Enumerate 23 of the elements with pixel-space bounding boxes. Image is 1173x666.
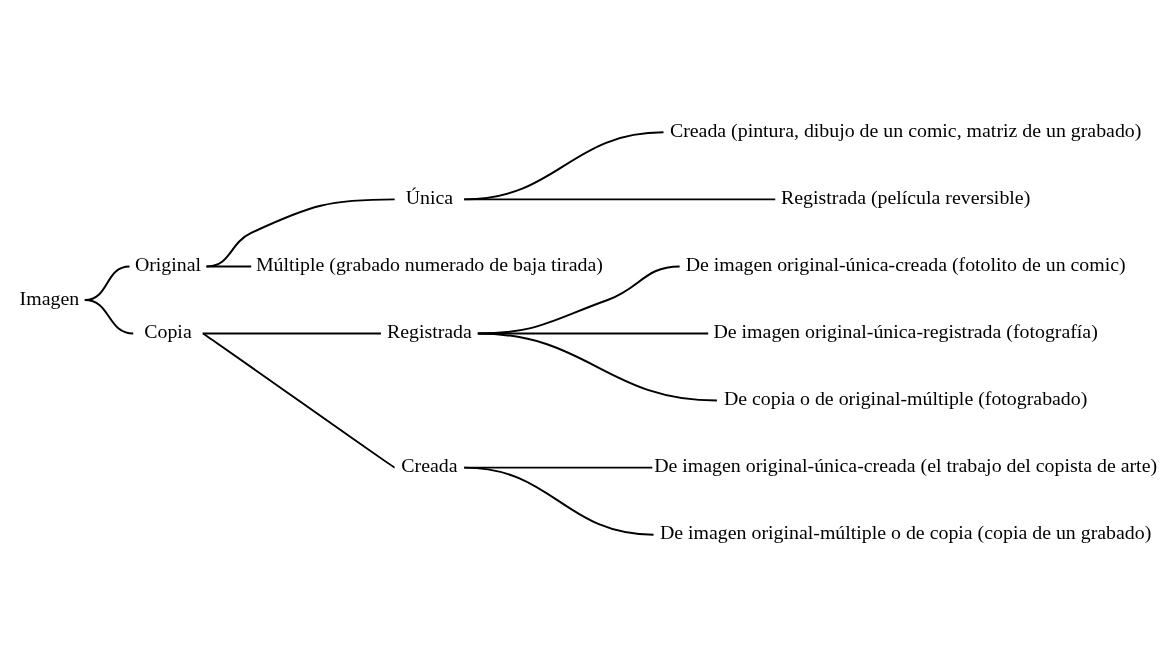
connector <box>463 197 777 200</box>
node-text: Creada <box>401 453 458 476</box>
connector <box>83 298 135 334</box>
node-text: Registrada (película reversible) <box>781 185 1031 208</box>
node-text: Múltiple (grabado numerado de baja tirada) <box>255 252 603 275</box>
node-text: De imagen original-única-creada (fotolito de un comic) <box>685 252 1126 275</box>
node-text: Única <box>405 185 454 208</box>
connector <box>476 332 718 402</box>
connector <box>463 466 655 536</box>
node-text: Creada (pintura, dibujo de un comic, matriz de un grabado) <box>669 118 1142 141</box>
node-text: De imagen original-única-creada (el trabajo del copista de arte) <box>654 453 1158 476</box>
connector <box>201 332 396 469</box>
node-text: Original <box>134 252 202 275</box>
node-text: De copia o de original-múltiple (fotograbado) <box>723 386 1088 409</box>
connector <box>476 264 681 334</box>
node-text: Registrada <box>386 319 472 342</box>
node-text: De imagen original-única-registrada (fotografía) <box>713 319 1098 342</box>
node-text: De imagen original-múltiple o de copia (copia de un grabado) <box>659 520 1152 543</box>
connector <box>201 332 382 334</box>
node-text: Copia <box>144 319 192 342</box>
connector <box>205 264 253 267</box>
node-text: Imagen <box>19 286 80 309</box>
connector <box>205 197 396 267</box>
